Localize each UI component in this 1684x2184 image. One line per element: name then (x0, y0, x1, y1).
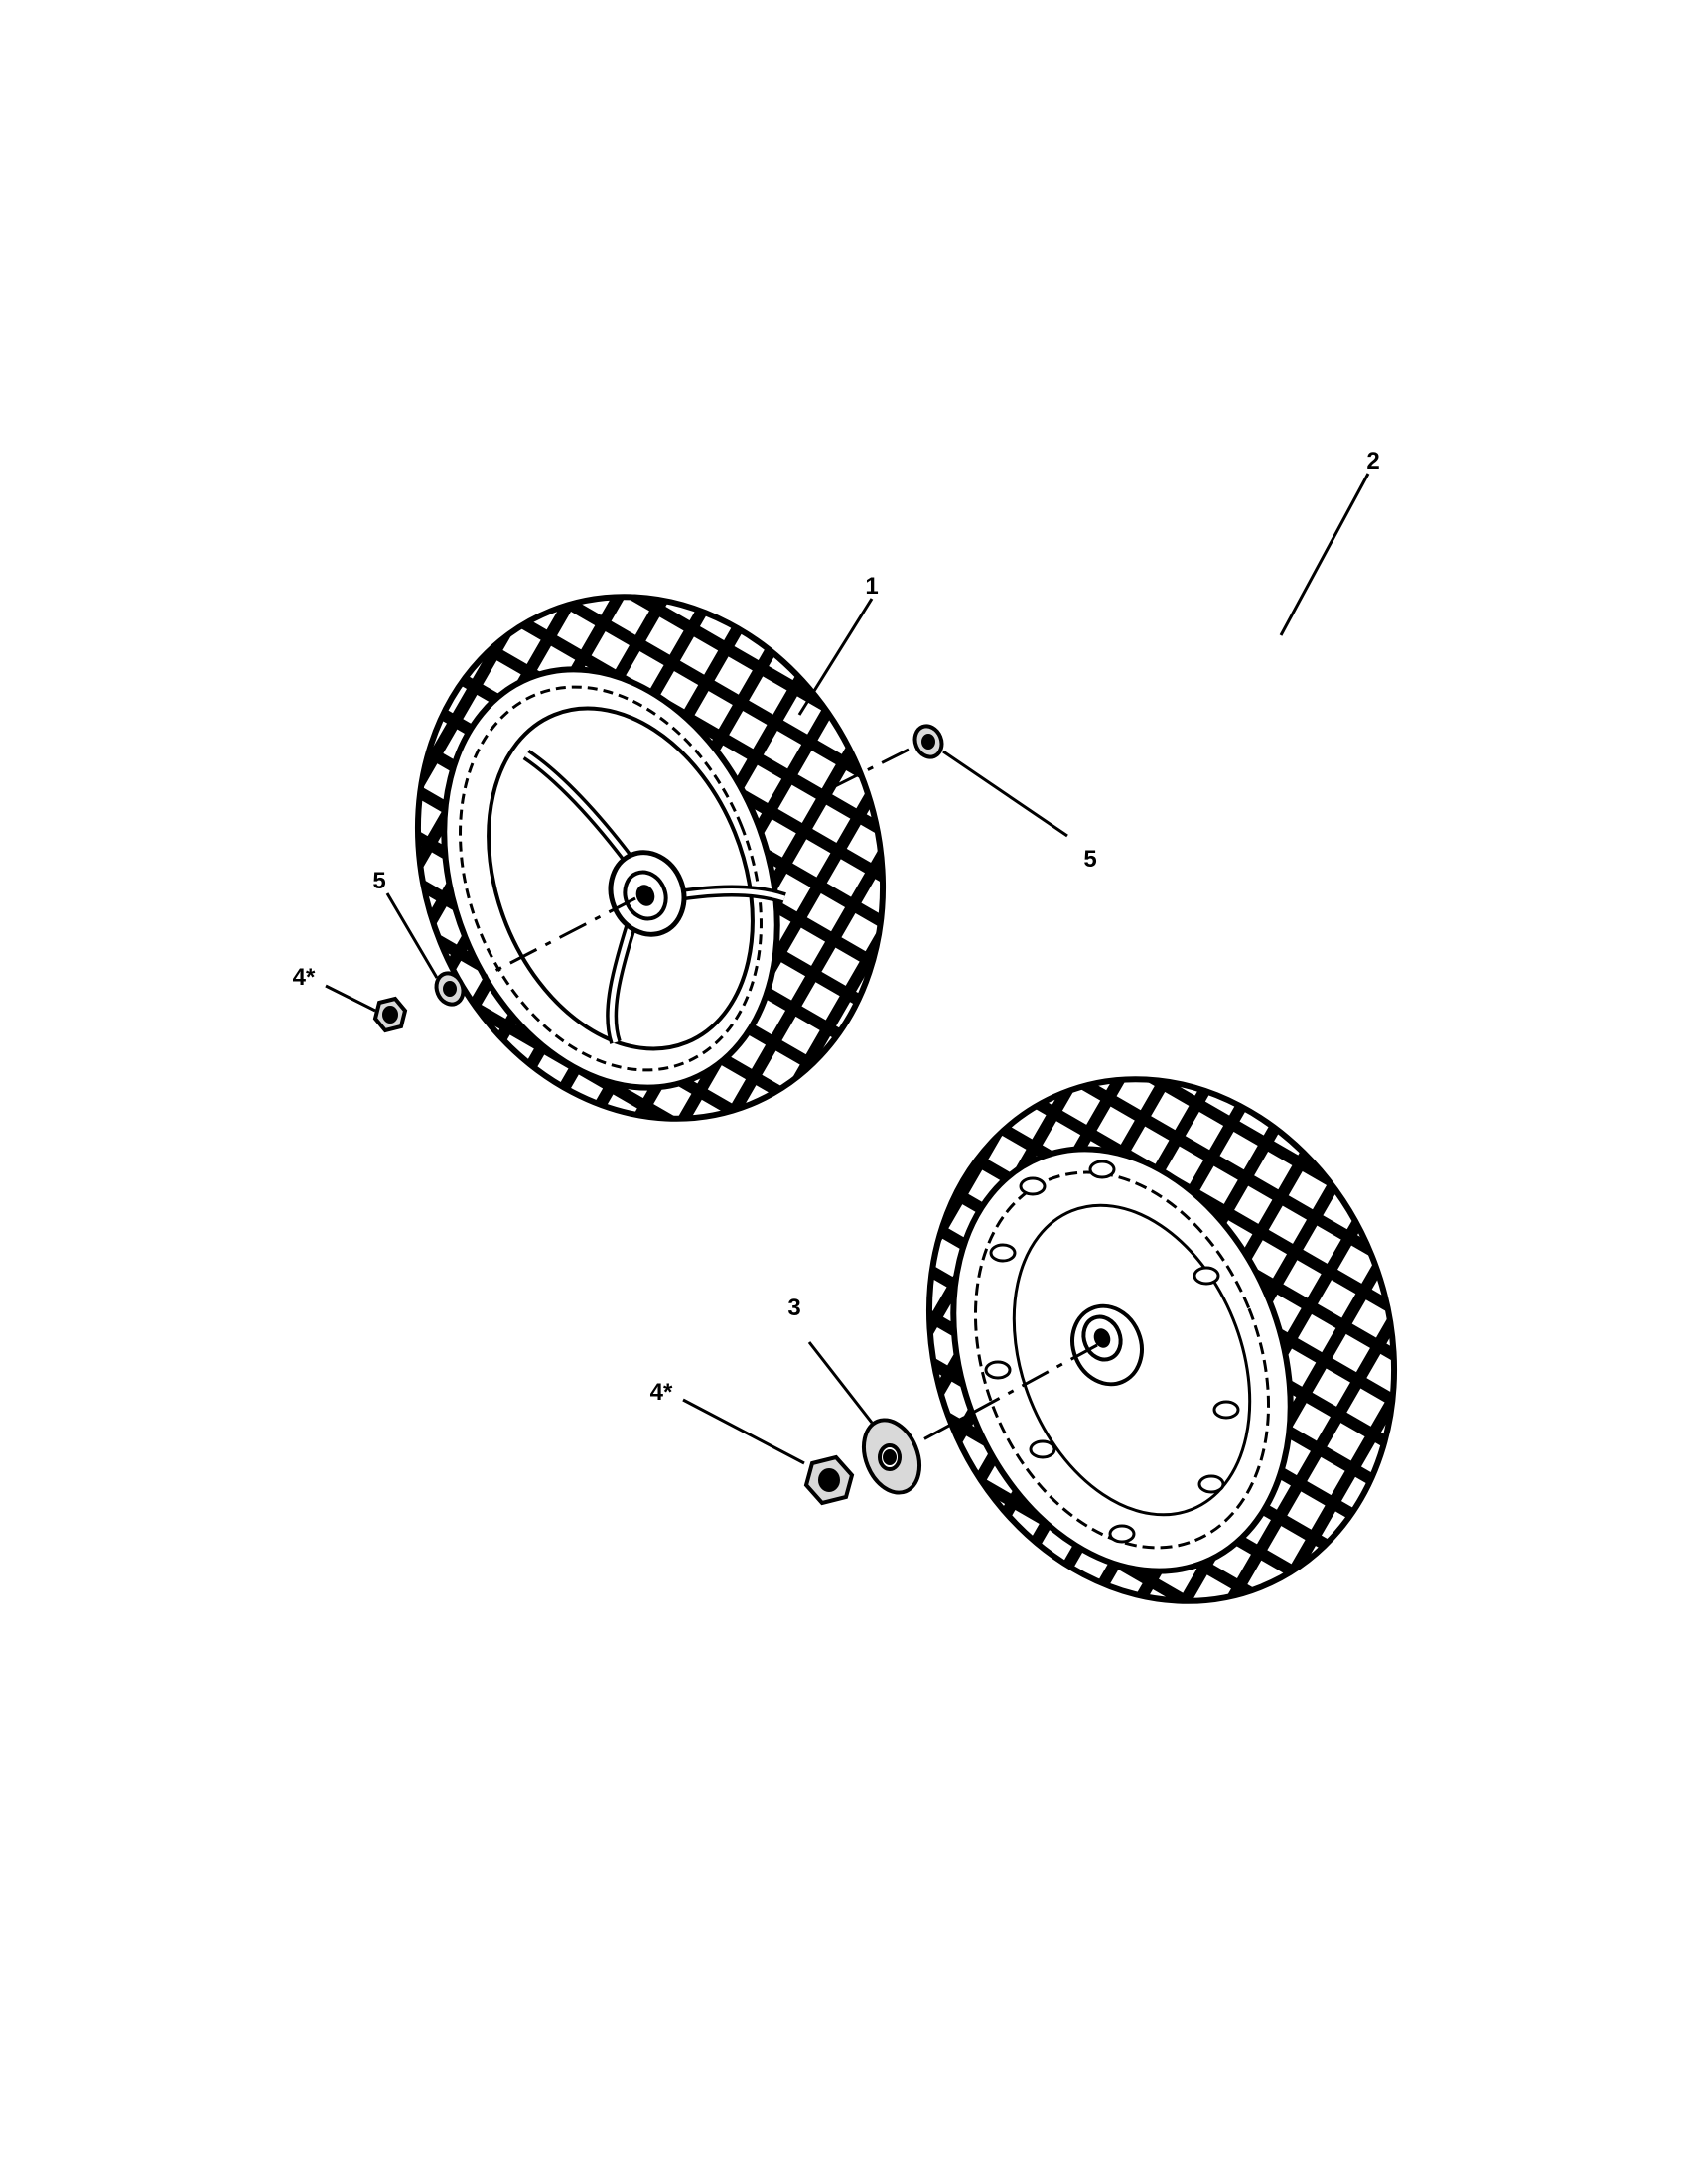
spoked-wheel-icon (377, 556, 933, 1171)
washer-icon (912, 724, 944, 759)
callout-label-1: 1 (865, 573, 878, 600)
callout-label-5-left: 5 (372, 868, 385, 894)
disc-wheel-icon (889, 1042, 1445, 1658)
callout-label-3: 3 (787, 1295, 800, 1321)
callout-label-2: 2 (1366, 448, 1379, 475)
washer-icon (862, 1418, 921, 1495)
callout-label-5-right: 5 (1083, 846, 1096, 873)
callout-label-4-lower: 4* (650, 1379, 673, 1406)
leader-lines (325, 473, 1370, 1465)
hex-nut-icon (372, 996, 408, 1033)
callout-label-4-upper: 4* (293, 964, 316, 991)
washer-icon (434, 971, 466, 1007)
assembly-axis-lines (481, 748, 1098, 1441)
hex-nut-icon (803, 1454, 855, 1506)
